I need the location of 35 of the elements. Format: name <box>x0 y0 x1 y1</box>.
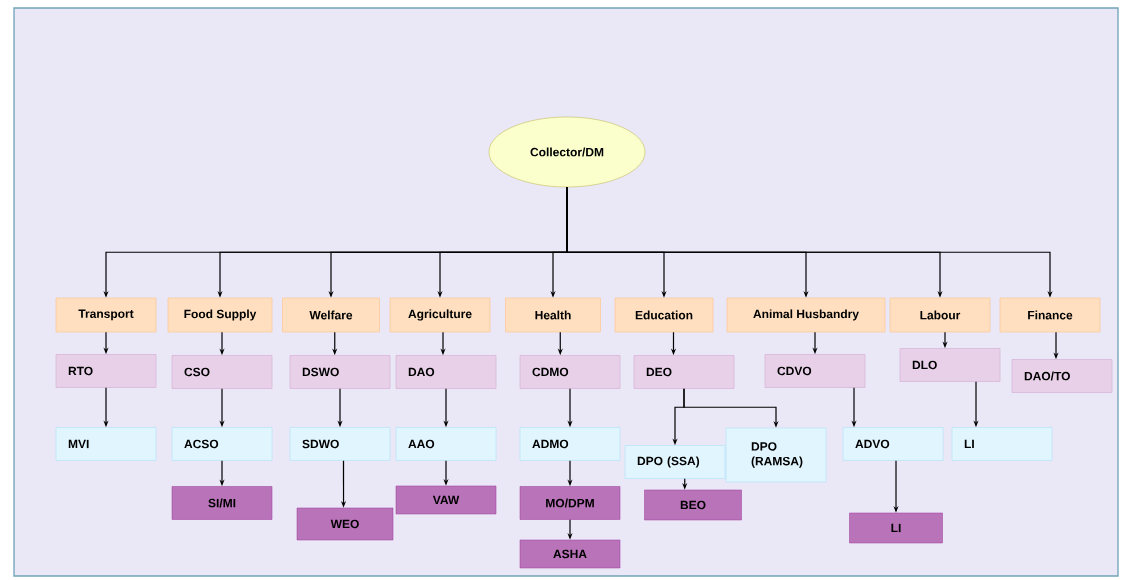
officer-box: RTO <box>55 354 157 388</box>
department-box: Education <box>614 297 714 333</box>
officer-box: ADVO <box>842 427 944 461</box>
officer-box: LI <box>849 512 943 544</box>
officer-box: ACSO <box>171 427 273 461</box>
officer-box: MVI <box>55 427 157 461</box>
department-box: Food Supply <box>167 297 273 333</box>
officer-box: DAO <box>395 355 497 389</box>
ellipse-node: Collector/DM <box>488 116 646 188</box>
officer-box: CDMO <box>519 355 621 389</box>
officer-box: CSO <box>171 355 273 389</box>
department-box: Agriculture <box>389 297 491 333</box>
officer-box: CDVO <box>764 354 866 388</box>
officer-box: SDWO <box>289 427 391 461</box>
officer-box: MO/DPM <box>519 486 621 520</box>
officer-box: SI/MI <box>171 486 273 520</box>
department-box: Health <box>505 297 601 333</box>
officer-box: AAO <box>395 427 497 461</box>
officer-box: ASHA <box>519 539 621 569</box>
officer-box: DSWO <box>289 355 391 389</box>
department-box: Labour <box>889 297 991 333</box>
officer-box: WEO <box>296 507 394 541</box>
department-box: Animal Husbandry <box>726 297 886 333</box>
officer-box: LI <box>951 427 1053 461</box>
officer-box: ADMO <box>519 427 621 461</box>
department-box: Welfare <box>282 297 380 333</box>
department-box: Finance <box>999 297 1101 333</box>
department-box: Transport <box>55 297 157 333</box>
officer-box: DAO/TO <box>1011 359 1113 393</box>
officer-box: DPO (SSA) <box>624 445 726 479</box>
officer-box: DEO <box>633 355 735 389</box>
officer-box: VAW <box>395 485 497 515</box>
officer-box: DLO <box>899 348 1001 382</box>
officer-box: BEO <box>644 489 742 521</box>
officer-box: DPO (RAMSA) <box>725 427 827 483</box>
